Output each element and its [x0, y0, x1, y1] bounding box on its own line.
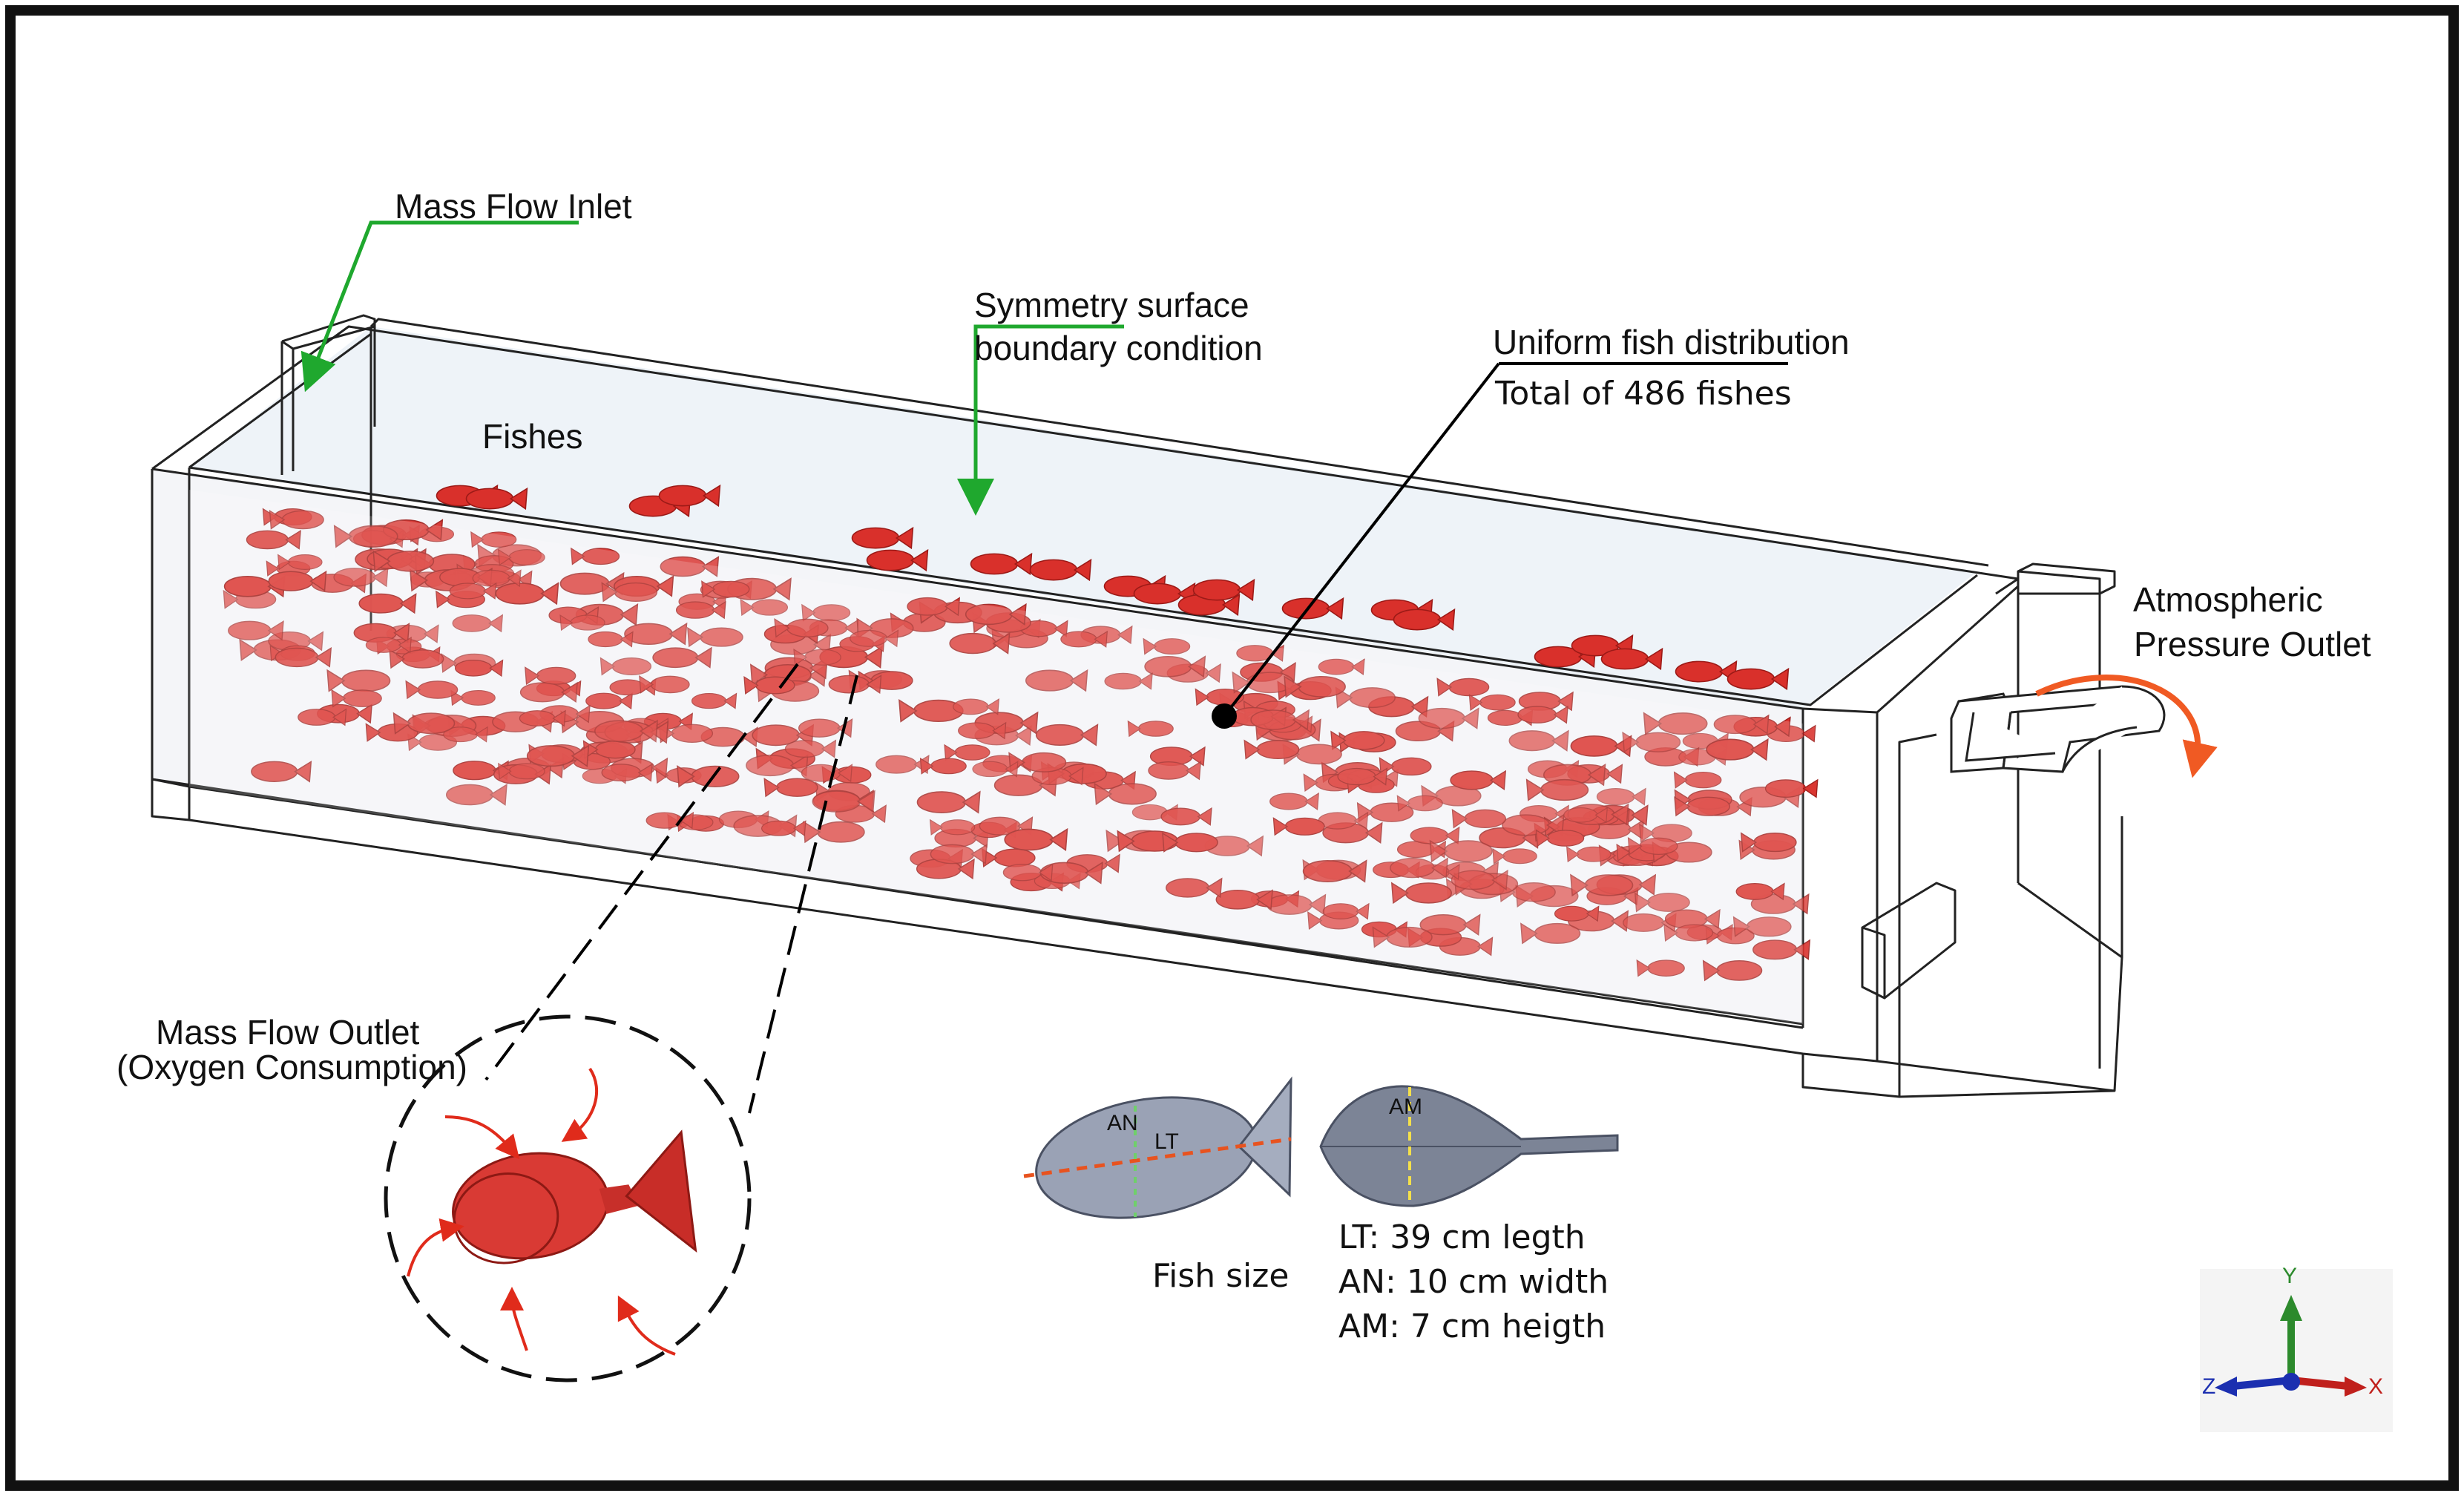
axis-x-label: X [2368, 1374, 2384, 1399]
fish-size-label: Fish size [1152, 1257, 1290, 1295]
annotation-leaders [300, 220, 1788, 1114]
axis-z-label: Z [2202, 1374, 2216, 1399]
am-tag: AM [1389, 1095, 1422, 1119]
fishes-label: Fishes [482, 417, 583, 456]
zoomed-fish [452, 1129, 697, 1264]
distribution-marker [1212, 703, 1237, 729]
fish-size-model-top [1319, 1085, 1619, 1207]
front-glass-tint [189, 490, 1803, 1024]
symmetry-label-line1: Symmetry surface [974, 286, 1249, 324]
tank-top-surface [189, 327, 1977, 709]
lt-spec: LT: 39 cm legth [1338, 1218, 1586, 1256]
outlet-spout [1950, 685, 2166, 773]
atmospheric-label-line1: Atmospheric [2133, 580, 2323, 619]
figure-border [5, 5, 2459, 1491]
mass-flow-inlet-label: Mass Flow Inlet [395, 187, 632, 226]
zoom-detail [384, 1014, 752, 1382]
axis-triad [2200, 1269, 2393, 1432]
axis-y-label: Y [2282, 1264, 2298, 1288]
total-fishes-label: Total of 486 fishes [1495, 375, 1792, 413]
symmetry-label-line2: boundary condition [974, 329, 1263, 367]
am-spec: AM: 7 cm heigth [1338, 1308, 1606, 1345]
mass-flow-outlet-label-line1: Mass Flow Outlet [156, 1013, 420, 1052]
fish-size-model-side [1023, 1076, 1292, 1219]
uniform-distribution-label: Uniform fish distribution [1493, 323, 1850, 361]
atmospheric-label-line2: Pressure Outlet [2134, 625, 2371, 663]
an-spec: AN: 10 cm width [1338, 1263, 1609, 1301]
lt-tag: LT [1154, 1129, 1179, 1154]
mass-flow-outlet-label-line2: (Oxygen Consumption) [116, 1048, 467, 1086]
an-tag: AN [1107, 1111, 1138, 1135]
outlet-flow-arrow [2035, 675, 2218, 778]
